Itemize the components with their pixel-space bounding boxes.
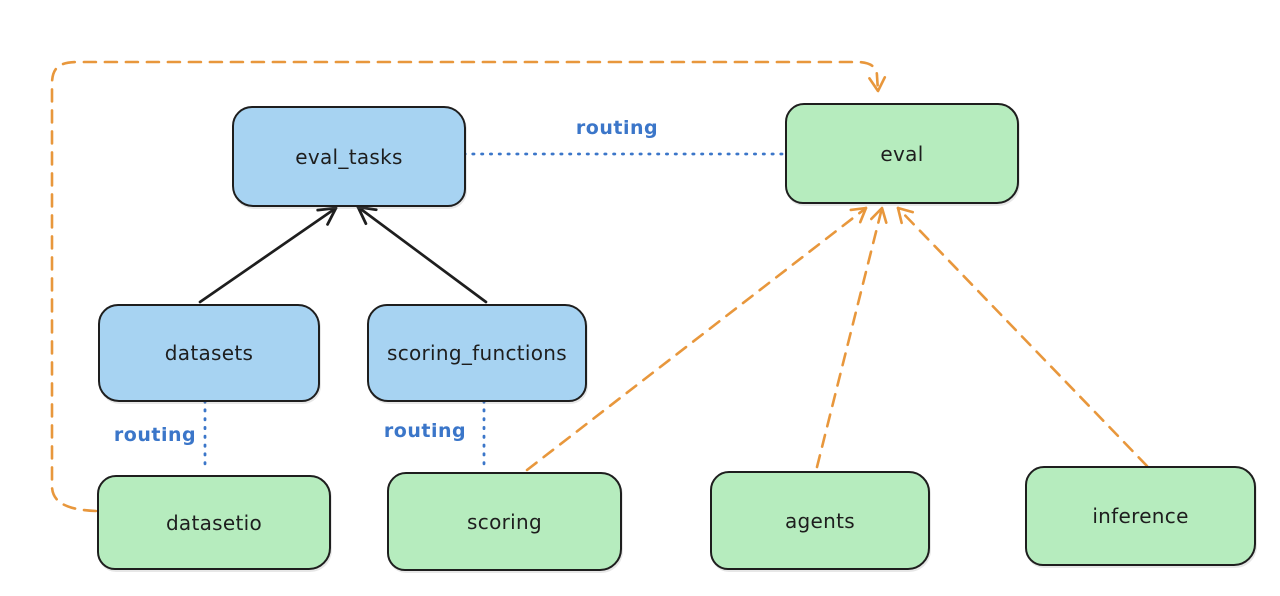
edge-scoring_functions-to-eval_tasks [356, 205, 488, 304]
edge-label-routing-datasets-datasetio: routing [113, 424, 197, 446]
node-label: scoring [467, 509, 542, 534]
edge-label-routing-scoring-functions-scoring: routing [383, 420, 467, 442]
node-scoring-functions: scoring_functions [367, 304, 587, 402]
node-label: datasets [164, 341, 254, 365]
node-inference: inference [1025, 466, 1256, 566]
edge-scoring-to-eval [525, 206, 868, 472]
node-datasetio: datasetio [97, 475, 331, 570]
node-label: datasetio [165, 510, 263, 535]
node-label: scoring_functions [386, 341, 568, 365]
node-label: eval [880, 141, 924, 166]
node-agents: agents [710, 471, 930, 570]
edge-datasets-to-eval_tasks [198, 206, 338, 304]
node-datasets: datasets [98, 304, 320, 402]
edge-inference-to-eval [896, 206, 1149, 468]
node-eval: eval [785, 103, 1019, 204]
node-label: agents [785, 508, 855, 533]
node-label: inference [1092, 504, 1189, 528]
edge-agents-to-eval [815, 206, 888, 469]
node-scoring: scoring [387, 472, 622, 571]
node-label: eval_tasks [295, 144, 403, 169]
edge-label-routing-eval-tasks-eval: routing [575, 117, 659, 139]
node-eval-tasks: eval_tasks [232, 106, 466, 207]
